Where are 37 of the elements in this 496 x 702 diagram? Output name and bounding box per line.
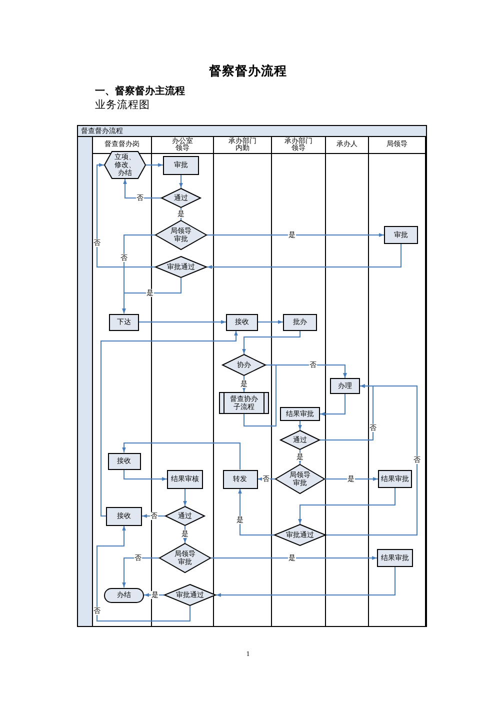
arrow xyxy=(146,163,164,167)
swimlane xyxy=(326,137,369,626)
swimlane xyxy=(369,137,426,626)
swimlane xyxy=(214,137,272,626)
swimlane xyxy=(93,137,152,626)
swimlane-pool xyxy=(77,125,427,627)
arrow xyxy=(179,174,183,188)
arrow xyxy=(123,178,162,198)
arrow xyxy=(238,488,274,536)
arrow xyxy=(96,525,190,622)
swimlane xyxy=(272,137,326,626)
arrow xyxy=(320,384,374,440)
section-heading: 一、督察督办主流程 xyxy=(95,86,185,98)
arrow xyxy=(144,593,164,597)
arrow xyxy=(320,394,346,416)
arrow xyxy=(326,384,418,536)
arrow xyxy=(298,420,302,430)
arrow xyxy=(122,278,182,314)
swimlane xyxy=(152,137,214,626)
subheading: 业务流程图 xyxy=(95,100,150,112)
arrow xyxy=(206,233,384,237)
arrow xyxy=(210,556,378,560)
arrow xyxy=(244,364,347,426)
arrow xyxy=(242,330,300,354)
arrow xyxy=(122,558,160,588)
arrow xyxy=(122,442,240,470)
title: 督察督办流程 xyxy=(209,64,287,78)
arrow xyxy=(324,477,378,481)
arrow xyxy=(183,488,187,506)
arrow xyxy=(124,469,168,481)
arrow xyxy=(206,244,402,269)
arrow xyxy=(100,330,238,516)
arrow xyxy=(216,566,396,597)
arrow xyxy=(298,488,396,524)
arrow xyxy=(96,163,156,268)
arrow xyxy=(258,320,284,324)
arrow xyxy=(138,320,226,324)
